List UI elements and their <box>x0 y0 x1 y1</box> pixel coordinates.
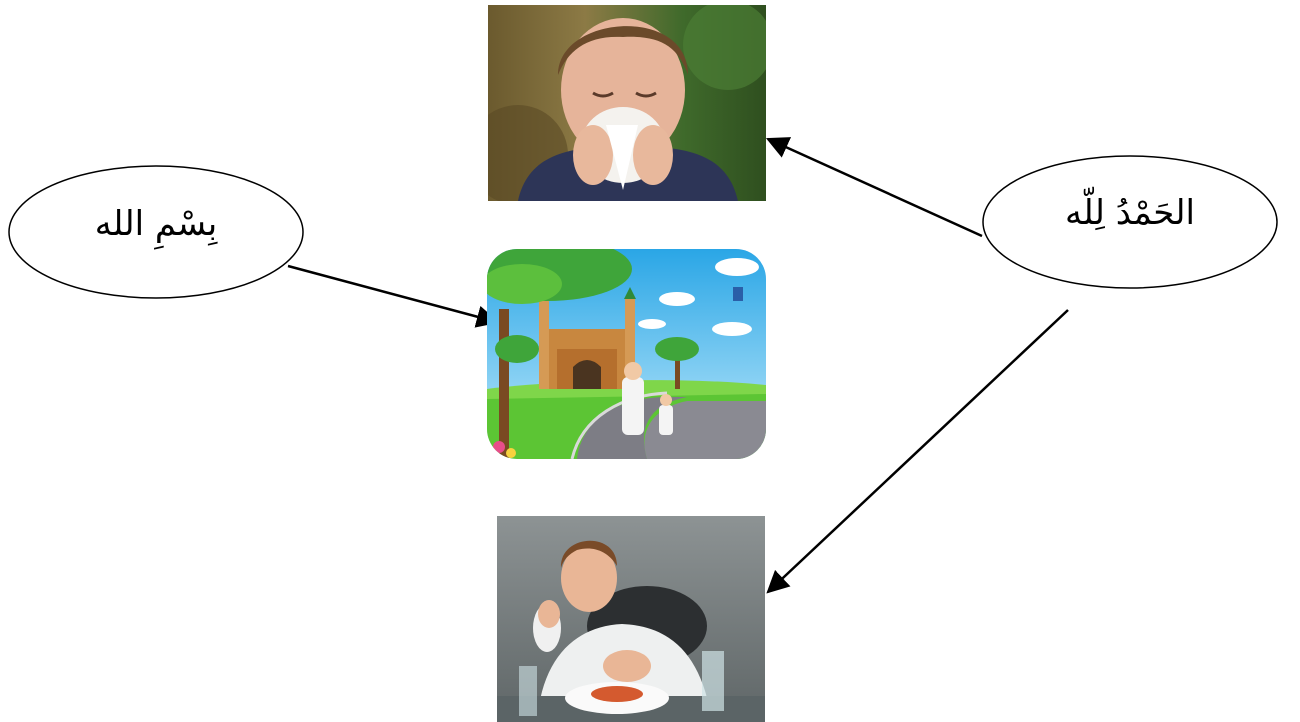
bismillah-ellipse <box>8 165 304 299</box>
mosque-scene-image <box>487 249 766 459</box>
arrow-alhamdulillah-to-eating <box>766 309 1069 594</box>
sneezing-boy-image <box>488 5 766 201</box>
eating-boy-image <box>497 516 765 722</box>
bismillah-label: بِسْمِ الله <box>94 204 218 244</box>
arrow-bismillah-to-mosque <box>287 264 500 328</box>
alhamdulillah-ellipse <box>982 155 1278 289</box>
arrow-alhamdulillah-to-sneeze <box>765 137 983 238</box>
alhamdulillah-label: الحَمْدُ لِلّه <box>1065 193 1195 233</box>
